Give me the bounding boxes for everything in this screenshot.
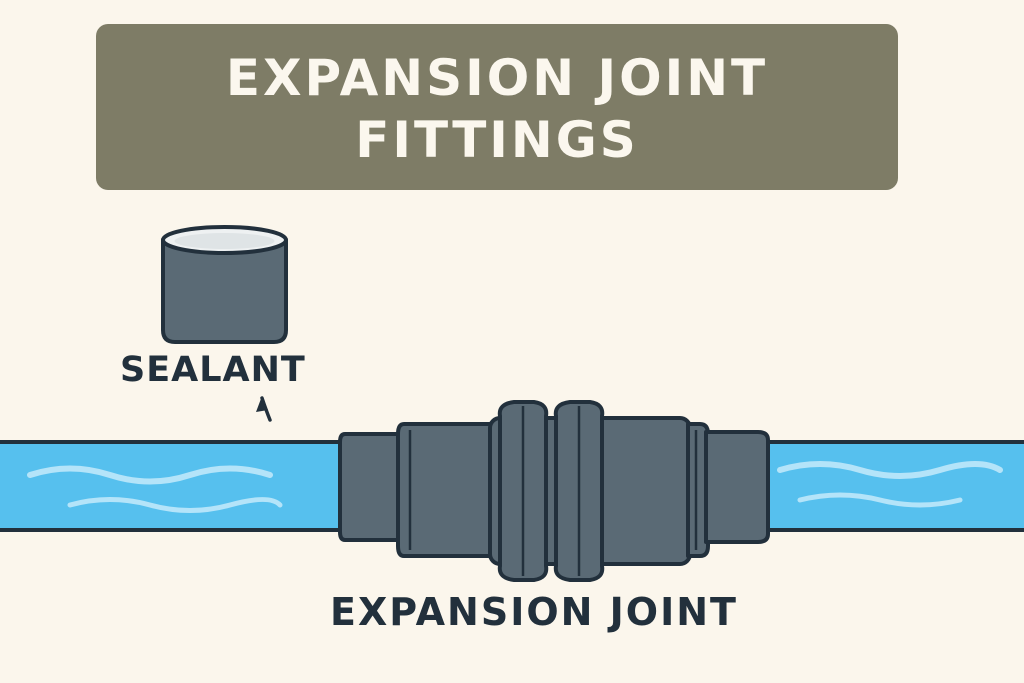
diagram-title: EXPANSION JOINT FITTINGS — [96, 24, 898, 190]
sealant-container-icon — [161, 225, 288, 344]
diagram-title-text: EXPANSION JOINT FITTINGS — [225, 49, 769, 169]
expansion-joint-icon — [338, 400, 770, 582]
pointer-arrow-icon — [256, 396, 272, 422]
sealant-label: SEALANT — [120, 350, 306, 390]
expansion-joint-label: EXPANSION JOINT — [330, 590, 738, 634]
water-ripples — [27, 461, 1003, 513]
title-banner: EXPANSION JOINT FITTINGS — [96, 24, 898, 190]
